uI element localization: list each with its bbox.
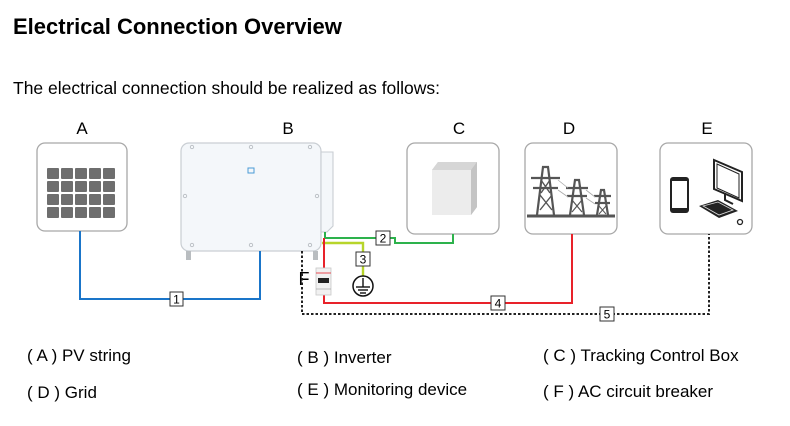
legend-item-f: ( F ) AC circuit breaker — [543, 382, 713, 402]
component-letter-a: A — [76, 119, 88, 138]
legend-key: ( E ) — [297, 380, 330, 399]
wire-3 — [322, 241, 365, 280]
component-letter-f: F — [298, 269, 310, 289]
grid-box — [524, 142, 618, 235]
smartphone-computer-icon — [670, 158, 744, 226]
legend-key: ( C ) — [543, 346, 577, 365]
component-letter-c: C — [452, 119, 466, 138]
legend-label: AC circuit breaker — [577, 382, 714, 401]
wire-label-1: 1 — [169, 291, 184, 307]
pv-string-box — [36, 142, 128, 232]
component-letter-e: E — [701, 119, 713, 138]
legend-label: Monitoring device — [333, 380, 468, 399]
svg-text:3: 3 — [360, 253, 367, 267]
legend-item-a: ( A ) PV string — [27, 346, 131, 366]
legend-key: ( F ) — [543, 382, 575, 401]
wire-label-4: 4 — [490, 295, 506, 311]
legend-key: ( D ) — [27, 383, 61, 402]
page-title: Electrical Connection Overview — [13, 14, 342, 39]
svg-text:2: 2 — [380, 232, 387, 246]
legend-label: Grid — [64, 383, 97, 402]
legend-label: Tracking Control Box — [580, 346, 739, 365]
legend-label: Inverter — [333, 348, 392, 367]
component-letter-d: D — [562, 119, 576, 138]
legend-label: PV string — [61, 346, 131, 365]
legend-item-e: ( E ) Monitoring device — [297, 380, 467, 400]
power-tower-icon — [527, 165, 615, 218]
wire-label-2: 2 — [375, 230, 391, 246]
intro-text: The electrical connection should be real… — [13, 78, 441, 98]
ground-icon — [352, 275, 374, 297]
legend-item-d: ( D ) Grid — [27, 383, 97, 403]
svg-text:1: 1 — [173, 293, 180, 307]
wire-label-3: 3 — [355, 251, 371, 267]
legend-key: ( A ) — [27, 346, 58, 365]
wire-label-5: 5 — [599, 306, 615, 322]
control-box — [406, 142, 500, 235]
svg-text:4: 4 — [495, 297, 502, 311]
legend-key: ( B ) — [297, 348, 330, 367]
svg-text:5: 5 — [604, 308, 611, 322]
inverter-icon — [180, 142, 334, 260]
control-box-icon — [432, 162, 477, 215]
circuit-breaker-icon — [315, 267, 332, 296]
component-letter-b: B — [282, 119, 294, 138]
legend-item-c: ( C ) Tracking Control Box — [543, 346, 739, 366]
wire-5 — [301, 234, 710, 315]
monitoring-box — [659, 142, 753, 235]
legend-item-b: ( B ) Inverter — [297, 348, 391, 368]
pv-panel-icon — [47, 168, 115, 218]
